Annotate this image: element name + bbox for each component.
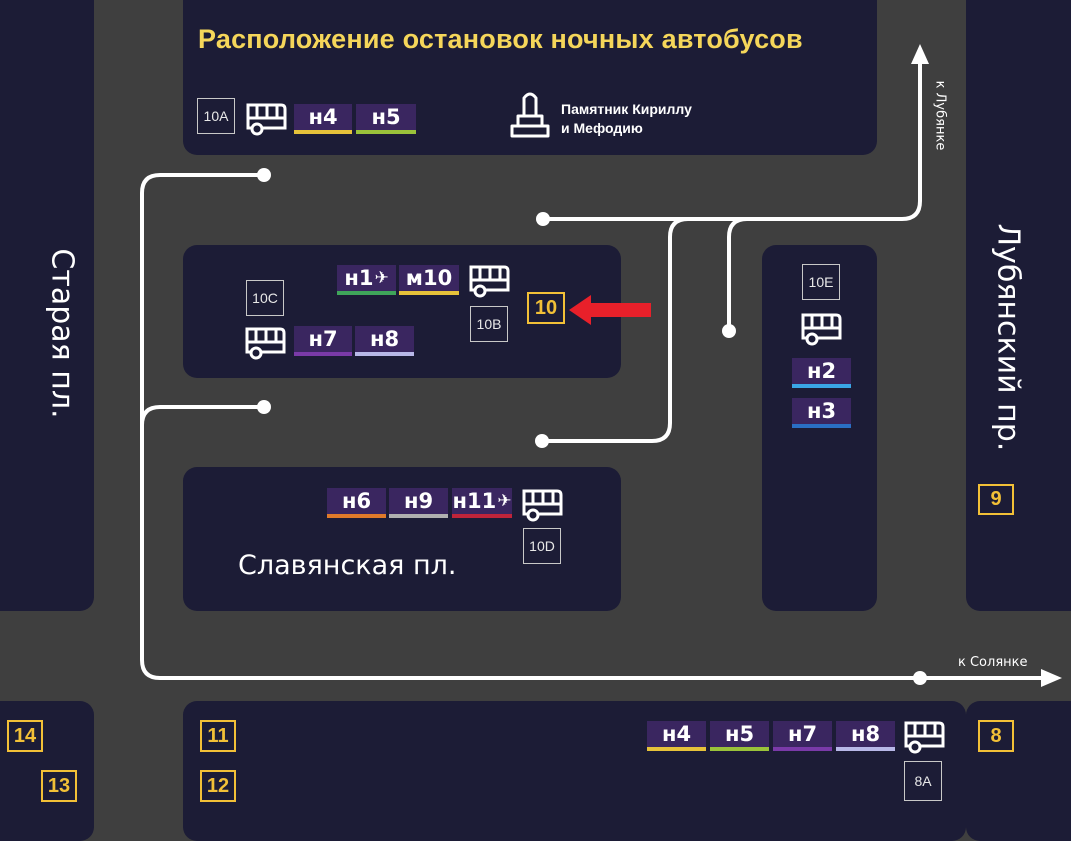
walking-paths — [140, 44, 1062, 687]
route-label: н11 — [452, 489, 497, 513]
monument-icon — [510, 92, 550, 138]
route-badge: н7 — [294, 326, 352, 356]
route-badge: н11 ✈ — [452, 488, 512, 518]
path-lower-branch — [540, 217, 690, 443]
exit-14: 14 — [7, 720, 43, 752]
block-right-narrow — [762, 245, 877, 611]
street-staraya: Старая пл. — [44, 248, 80, 419]
route-badge: н2 — [792, 358, 851, 388]
path-dot — [722, 324, 736, 338]
block-left-street — [0, 0, 94, 611]
bus-icon — [801, 313, 842, 346]
direction-solyanka: к Солянке — [958, 655, 1028, 670]
bus-icon — [246, 103, 287, 136]
path-dot — [913, 671, 927, 685]
route-badge: н8 — [836, 721, 895, 751]
direction-lubyanka: к Лубянке — [932, 80, 948, 151]
path-left-branch — [140, 405, 266, 427]
stop-10d: 10D — [523, 528, 561, 564]
exit-13: 13 — [41, 770, 77, 802]
path-dot — [257, 400, 271, 414]
arrow-head-up — [911, 44, 929, 64]
route-badge: м10 — [399, 265, 459, 295]
map-title: Расположение остановок ночных автобусов — [198, 24, 803, 54]
path-dot — [257, 168, 271, 182]
route-badge: н1 ✈ — [337, 265, 396, 295]
route-label: н1 — [344, 266, 374, 290]
route-badge: н8 — [355, 326, 414, 356]
path-mid-branch — [727, 217, 749, 333]
landmark-label: Памятник Кириллу и Мефодию — [561, 100, 692, 138]
landmark-line-1: Памятник Кириллу — [561, 101, 692, 117]
path-dot — [536, 212, 550, 226]
red-arrow-icon — [569, 295, 651, 325]
route-badge: н9 — [389, 488, 448, 518]
route-badge: н6 — [327, 488, 386, 518]
route-badge: н3 — [792, 398, 851, 428]
bus-icon — [245, 327, 286, 360]
path-dot — [535, 434, 549, 448]
route-badge: н4 — [647, 721, 706, 751]
exit-9: 9 — [978, 484, 1014, 515]
exit-8: 8 — [978, 720, 1014, 752]
airplane-icon: ✈ — [374, 268, 389, 288]
bus-icon — [522, 489, 563, 522]
route-badge: н4 — [294, 104, 352, 134]
bus-icon — [904, 721, 945, 754]
arrow-head-right — [1041, 669, 1062, 687]
stop-10a: 10A — [197, 98, 235, 134]
street-lubyansky: Лубянский пр. — [990, 223, 1026, 452]
exit-10: 10 — [527, 292, 565, 324]
stop-10b: 10B — [470, 306, 508, 342]
exit-12: 12 — [200, 770, 236, 802]
stop-10e: 10E — [802, 264, 840, 300]
bus-icon — [469, 265, 510, 298]
path-left-loop — [140, 173, 1047, 680]
stop-8a: 8A — [904, 761, 942, 801]
exit-11: 11 — [200, 720, 236, 752]
path-top-right — [541, 60, 922, 221]
landmark-line-2: и Мефодию — [561, 120, 643, 136]
street-slavyanskaya: Славянская пл. — [238, 550, 457, 581]
route-badge: н7 — [773, 721, 832, 751]
route-badge: н5 — [710, 721, 769, 751]
airplane-icon: ✈ — [497, 491, 512, 511]
stop-10c: 10C — [246, 280, 284, 316]
route-badge: н5 — [356, 104, 416, 134]
